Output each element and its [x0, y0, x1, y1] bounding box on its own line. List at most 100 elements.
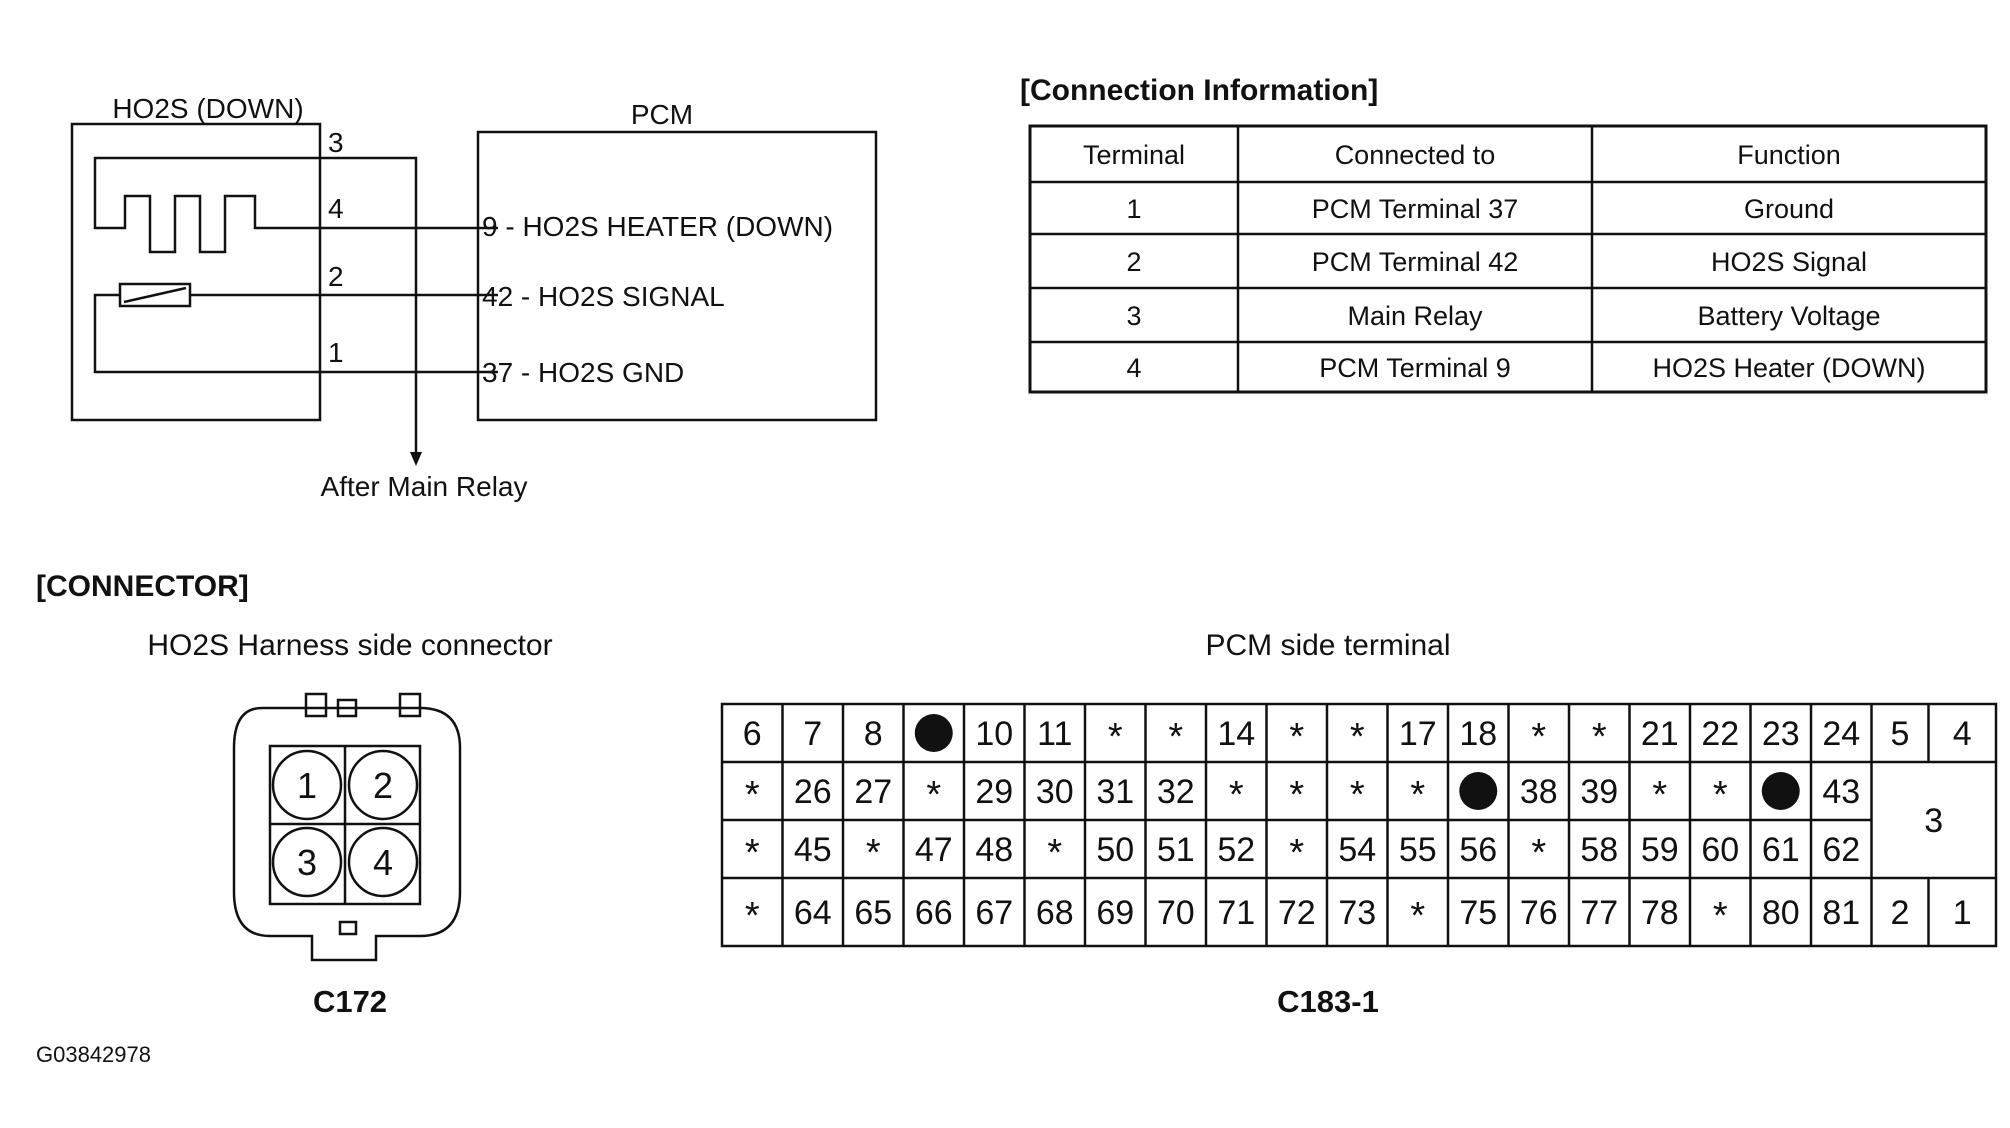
connector-latch-right [398, 692, 422, 718]
pcm-terminal-number: 77 [1580, 894, 1618, 932]
harness-pin-circle-1 [271, 749, 343, 821]
connection-info-title: [Connection Information] [1020, 74, 1378, 107]
unused-terminal-marker: * [1047, 832, 1062, 874]
sensor-label: HO2S (DOWN) [112, 93, 303, 124]
pcm-terminal-number: 32 [1157, 773, 1195, 811]
sensor-box [70, 122, 322, 422]
used-terminal-dot [914, 714, 953, 752]
pcm-terminal-number: 22 [1701, 715, 1739, 753]
unused-terminal-marker: * [1289, 774, 1304, 816]
pcm-terminal-number: 80 [1762, 894, 1800, 932]
table-cell: PCM Terminal 9 [1319, 353, 1511, 383]
pcm-terminal-number: 18 [1459, 715, 1497, 753]
pcm-terminal-number: 50 [1096, 831, 1134, 869]
unused-terminal-marker: * [1168, 716, 1183, 758]
unused-terminal-marker: * [745, 895, 760, 937]
harness-pin-1: 1 [297, 765, 317, 806]
table-cell: 1 [1126, 194, 1141, 224]
harness-connector [232, 692, 462, 962]
pcm-terminal-number: 43 [1822, 773, 1860, 811]
table-header-cell: Terminal [1083, 140, 1185, 170]
harness-connector-id: C172 [313, 984, 387, 1019]
table-cell: PCM Terminal 42 [1312, 247, 1519, 277]
schematic [70, 122, 878, 458]
table-cell: 4 [1126, 353, 1141, 383]
table-cell: 3 [1126, 301, 1141, 331]
pcm-terminal-number: 3 [1924, 802, 1943, 840]
pcm-terminal-number: 27 [854, 773, 892, 811]
pin-number-1: 1 [328, 337, 344, 368]
pcm-terminal-number: 11 [1037, 715, 1072, 753]
pcm-pin-ground: 37 - HO2S GND [482, 357, 684, 388]
pcm-terminal-number: 45 [794, 831, 832, 869]
pcm-terminal-number: 30 [1036, 773, 1074, 811]
unused-terminal-marker: * [1652, 774, 1667, 816]
pcm-terminal-number: 55 [1399, 831, 1437, 869]
unused-terminal-marker: * [1713, 774, 1728, 816]
table-cell: Main Relay [1347, 301, 1483, 331]
pcm-terminal-number: 10 [975, 715, 1013, 753]
pcm-terminal-number: 61 [1762, 831, 1800, 869]
pcm-terminal-number: 26 [794, 773, 832, 811]
table-cell: HO2S Heater (DOWN) [1652, 353, 1925, 383]
pcm-terminal-number: 54 [1338, 831, 1376, 869]
unused-terminal-marker: * [1289, 832, 1304, 874]
unused-terminal-marker: * [745, 832, 760, 874]
pcm-terminal-number: 69 [1096, 894, 1134, 932]
table-cell: HO2S Signal [1711, 247, 1867, 277]
pcm-terminal-number: 2 [1891, 894, 1910, 932]
harness-pin-4: 4 [373, 842, 393, 883]
pcm-terminal-number: 5 [1891, 715, 1910, 753]
pcm-label: PCM [631, 99, 693, 130]
pcm-terminal-number: 52 [1217, 831, 1255, 869]
unused-terminal-marker: * [1592, 716, 1607, 758]
pcm-terminal-number: 81 [1822, 894, 1860, 932]
used-terminal-dot [1761, 772, 1800, 810]
pcm-terminal-number: 1 [1953, 894, 1972, 932]
pcm-terminal-number: 73 [1338, 894, 1376, 932]
harness-pin-2: 2 [373, 765, 393, 806]
pcm-terminal-number: 67 [975, 894, 1013, 932]
pcm-terminal-number: 76 [1520, 894, 1558, 932]
unused-terminal-marker: * [1289, 716, 1304, 758]
pcm-terminal-number: 7 [803, 715, 822, 753]
pcm-terminal-number: 24 [1822, 715, 1860, 753]
pcm-terminal-number: 31 [1096, 773, 1134, 811]
unused-terminal-marker: * [1229, 774, 1244, 816]
unused-terminal-marker: * [1350, 716, 1365, 758]
unused-terminal-marker: * [1531, 716, 1546, 758]
pcm-terminal-number: 75 [1459, 894, 1497, 932]
table-cell: 2 [1126, 247, 1141, 277]
pcm-connector-id: C183-1 [1277, 984, 1379, 1019]
unused-terminal-marker: * [1410, 895, 1425, 937]
unused-terminal-marker: * [745, 774, 760, 816]
pcm-terminal-number: 23 [1762, 715, 1800, 753]
unused-terminal-marker: * [866, 832, 881, 874]
used-terminal-dot [1459, 772, 1498, 810]
pcm-grid-border [720, 702, 1998, 948]
table-cell: Ground [1744, 194, 1834, 224]
harness-connector-label: HO2S Harness side connector [147, 629, 552, 662]
pin-number-2: 2 [328, 261, 344, 292]
relay-arrow-icon [410, 452, 422, 466]
pcm-terminal-number: 65 [854, 894, 892, 932]
connector-key [338, 920, 358, 936]
table-header-cell: Function [1737, 140, 1841, 170]
pcm-terminal-number: 47 [915, 831, 953, 869]
pcm-terminal-number: 68 [1036, 894, 1074, 932]
figure-id: G03842978 [36, 1042, 151, 1067]
unused-terminal-marker: * [926, 774, 941, 816]
pcm-terminal-number: 66 [915, 894, 953, 932]
pcm-terminal-number: 17 [1399, 715, 1437, 753]
pin-number-3: 3 [328, 127, 344, 158]
sensor-element-slash [123, 286, 187, 304]
unused-terminal-marker: * [1531, 832, 1546, 874]
pcm-terminal-number: 38 [1520, 773, 1558, 811]
connector-housing [232, 706, 462, 962]
pcm-terminal-number: 21 [1641, 715, 1679, 753]
pcm-terminal-number: 71 [1217, 894, 1255, 932]
harness-pin-circle-2 [347, 749, 419, 821]
